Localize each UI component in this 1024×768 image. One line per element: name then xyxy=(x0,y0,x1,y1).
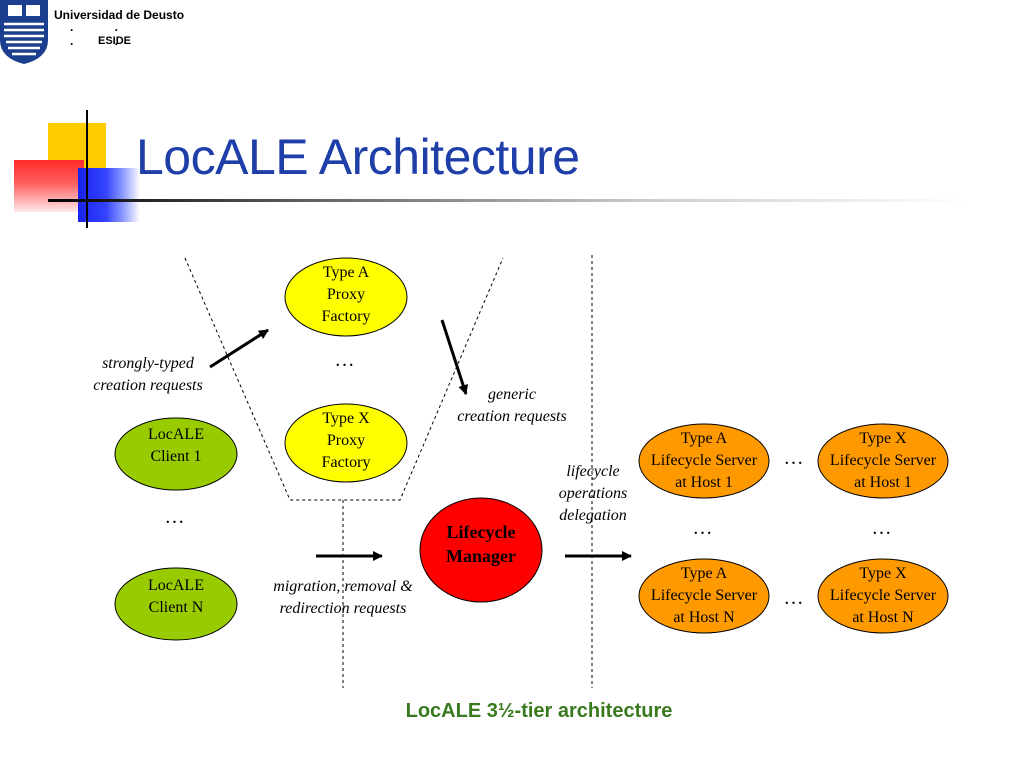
migration-requests-label: migration, removal & redirection request… xyxy=(273,578,413,617)
type-a-proxy-factory-label: Type A Proxy Factory xyxy=(321,264,371,325)
strongly-typed-requests-label: strongly-typed creation requests xyxy=(93,355,203,394)
type-a-proxy-factory-node xyxy=(284,257,408,337)
funnel-outline xyxy=(184,257,504,501)
generic-requests-label: generic creation requests xyxy=(457,386,567,425)
title-underline xyxy=(48,199,968,202)
ellipsis-hostn-servers: … xyxy=(783,587,807,609)
type-x-server-host1-label: Type X Lifecycle Server at Host 1 xyxy=(829,430,937,491)
type-a-server-host1-node xyxy=(638,423,770,499)
lifecycle-manager-label: Lifecycle Manager xyxy=(446,522,516,566)
ellipsis-clients: … xyxy=(164,506,188,528)
ellipsis-host1-servers: … xyxy=(783,447,807,469)
decoration-blue-square xyxy=(78,168,140,222)
ellipsis-proxy-factories: … xyxy=(334,349,358,371)
locale-client-n-node xyxy=(114,567,238,641)
type-a-server-hostn-node xyxy=(638,558,770,634)
type-x-proxy-factory-label: Type X Proxy Factory xyxy=(321,410,371,471)
school-name: ESIDE xyxy=(98,35,132,47)
decoration-red-square xyxy=(14,160,84,212)
locale-client-1-node xyxy=(114,417,238,491)
type-x-server-hostn-label: Type X Lifecycle Server at Host N xyxy=(829,565,937,626)
type-x-server-hostn-node xyxy=(817,558,949,634)
lifecycle-manager-node xyxy=(419,497,543,603)
type-x-server-host1-node xyxy=(817,423,949,499)
decoration-vertical-line xyxy=(86,110,88,228)
locale-client-n-label: LocALE Client N xyxy=(148,577,204,616)
slide-title: LocALE Architecture xyxy=(136,129,580,185)
generic-arrow xyxy=(440,319,468,395)
strongly-typed-arrow xyxy=(209,328,269,369)
ellipsis-type-a-hosts: … xyxy=(692,517,716,539)
university-logo-icon xyxy=(0,0,48,64)
lifecycle-delegation-label: lifecycle operations delegation xyxy=(558,463,628,524)
ellipsis-type-x-hosts: … xyxy=(871,517,895,539)
type-a-server-hostn-label: Type A Lifecycle Server at Host N xyxy=(650,565,758,626)
university-name: Universidad de Deusto xyxy=(54,8,185,22)
locale-client-1-label: LocALE Client 1 xyxy=(148,426,204,465)
type-x-proxy-factory-node xyxy=(284,403,408,483)
diagram-caption: LocALE 3½-tier architecture xyxy=(405,700,673,722)
university-dots: . . . . xyxy=(70,20,138,48)
type-a-server-host1-label: Type A Lifecycle Server at Host 1 xyxy=(650,430,758,491)
